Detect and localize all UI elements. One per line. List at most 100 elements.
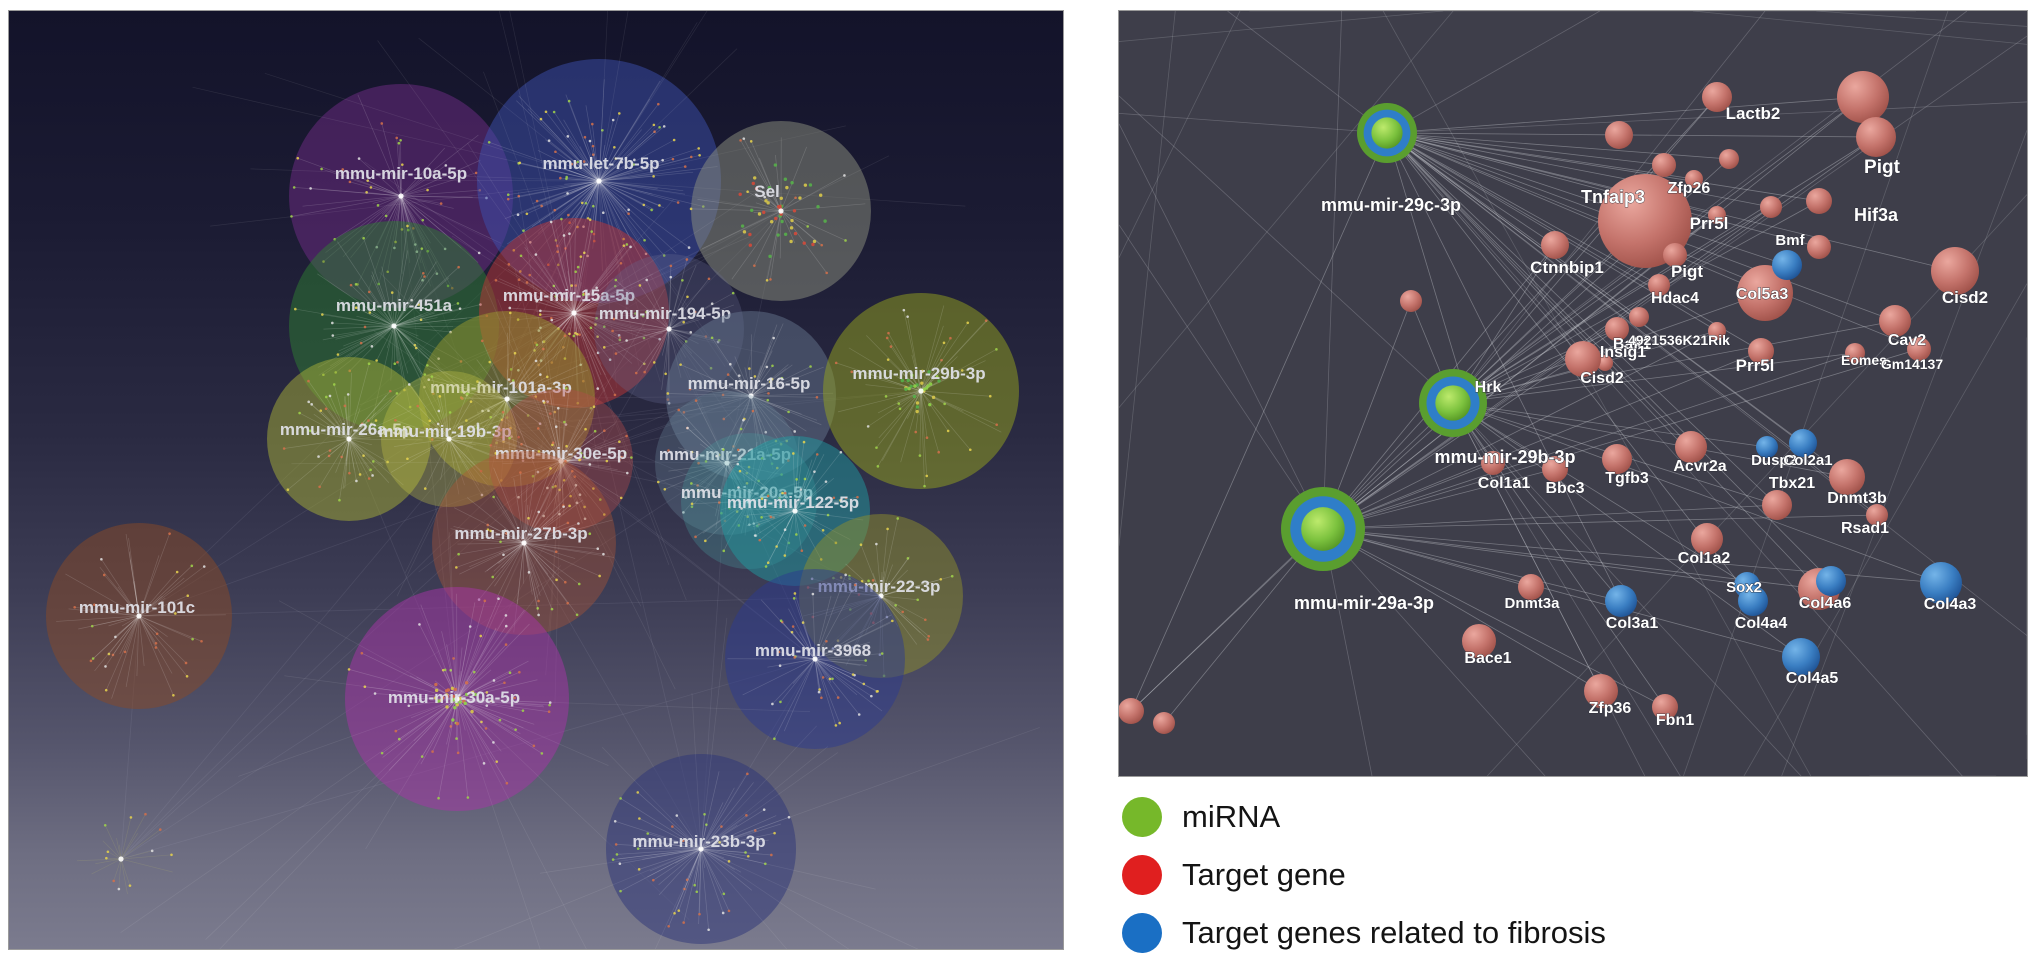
leaf-node[interactable] (307, 401, 310, 404)
leaf-node[interactable] (170, 854, 173, 857)
leaf-node[interactable] (790, 181, 793, 184)
leaf-node[interactable] (172, 694, 175, 697)
leaf-node[interactable] (594, 430, 597, 433)
leaf-node[interactable] (564, 335, 567, 338)
leaf-node[interactable] (455, 737, 458, 740)
leaf-node[interactable] (475, 172, 478, 175)
leaf-node[interactable] (317, 455, 320, 458)
leaf-node[interactable] (770, 854, 773, 857)
leaf-node[interactable] (389, 390, 392, 393)
leaf-node[interactable] (636, 791, 639, 794)
leaf-node[interactable] (325, 407, 328, 410)
leaf-node[interactable] (758, 212, 761, 215)
leaf-node[interactable] (100, 558, 103, 561)
leaf-node[interactable] (743, 230, 746, 233)
leaf-node[interactable] (653, 124, 656, 127)
leaf-node[interactable] (639, 284, 642, 287)
leaf-node[interactable] (542, 400, 545, 403)
leaf-node[interactable] (741, 224, 744, 227)
leaf-node[interactable] (497, 597, 500, 600)
leaf-node[interactable] (549, 467, 552, 470)
leaf-node[interactable] (854, 584, 857, 587)
leaf-node[interactable] (658, 126, 661, 129)
leaf-node[interactable] (107, 850, 110, 853)
leaf-node[interactable] (844, 574, 847, 577)
leaf-node[interactable] (283, 447, 286, 450)
leaf-node[interactable] (749, 244, 752, 247)
leaf-node[interactable] (860, 543, 863, 546)
leaf-node[interactable] (969, 448, 972, 451)
target-gene-node-Ctnnbip1[interactable] (1541, 231, 1569, 259)
leaf-node[interactable] (555, 579, 558, 582)
leaf-node[interactable] (765, 565, 768, 568)
fibrosis-gene-node-Bmf[interactable] (1772, 250, 1802, 280)
leaf-node[interactable] (681, 279, 684, 282)
leaf-node[interactable] (502, 411, 505, 414)
leaf-node[interactable] (467, 796, 470, 799)
target-gene-node[interactable] (1119, 698, 1144, 724)
leaf-node[interactable] (491, 576, 494, 579)
leaf-node[interactable] (926, 436, 929, 439)
leaf-node[interactable] (793, 597, 796, 600)
leaf-node[interactable] (643, 371, 646, 374)
hub-node[interactable] (398, 193, 403, 198)
target-gene-node-Tbx21[interactable] (1762, 490, 1792, 520)
leaf-node[interactable] (391, 291, 394, 294)
leaf-node[interactable] (360, 342, 363, 345)
leaf-node[interactable] (603, 346, 606, 349)
leaf-node[interactable] (358, 157, 361, 160)
leaf-node[interactable] (406, 457, 409, 460)
leaf-node[interactable] (619, 890, 622, 893)
leaf-node[interactable] (780, 220, 783, 223)
leaf-node[interactable] (677, 409, 680, 412)
leaf-node[interactable] (508, 437, 511, 440)
leaf-node[interactable] (840, 451, 843, 454)
leaf-node[interactable] (722, 912, 725, 915)
mirna-node-mmu-mir-29c-3p[interactable] (1357, 103, 1417, 163)
leaf-node[interactable] (663, 125, 666, 128)
leaf-node[interactable] (774, 217, 777, 220)
leaf-node[interactable] (568, 100, 571, 103)
leaf-node[interactable] (505, 614, 508, 617)
leaf-node[interactable] (738, 193, 741, 196)
leaf-node[interactable] (298, 412, 301, 415)
leaf-node[interactable] (623, 244, 626, 247)
leaf-node[interactable] (820, 244, 823, 247)
target-gene-node[interactable] (1719, 149, 1739, 169)
leaf-node[interactable] (785, 186, 788, 189)
leaf-node[interactable] (186, 594, 189, 597)
leaf-node[interactable] (424, 487, 427, 490)
leaf-node[interactable] (444, 669, 447, 672)
leaf-node[interactable] (818, 688, 821, 691)
leaf-node[interactable] (372, 460, 375, 463)
leaf-node[interactable] (129, 884, 132, 887)
leaf-node[interactable] (423, 275, 426, 278)
leaf-node[interactable] (664, 373, 667, 376)
leaf-node[interactable] (566, 602, 569, 605)
leaf-node[interactable] (682, 921, 685, 924)
leaf-node[interactable] (937, 451, 940, 454)
leaf-node[interactable] (309, 187, 312, 190)
leaf-node[interactable] (537, 614, 540, 617)
leaf-node[interactable] (469, 625, 472, 628)
leaf-node[interactable] (766, 366, 769, 369)
leaf-node[interactable] (722, 550, 725, 553)
leaf-node[interactable] (440, 202, 443, 205)
leaf-node[interactable] (838, 722, 841, 725)
leaf-node[interactable] (320, 168, 323, 171)
leaf-node[interactable] (331, 334, 334, 337)
leaf-node[interactable] (426, 189, 429, 192)
leaf-node[interactable] (698, 154, 701, 157)
leaf-node[interactable] (456, 722, 459, 725)
leaf-node[interactable] (794, 592, 797, 595)
leaf-node[interactable] (90, 660, 93, 663)
leaf-node[interactable] (625, 435, 628, 438)
leaf-node[interactable] (186, 675, 189, 678)
leaf-node[interactable] (495, 760, 498, 763)
leaf-node[interactable] (989, 395, 992, 398)
leaf-node[interactable] (573, 335, 576, 338)
leaf-node[interactable] (296, 157, 299, 160)
leaf-node[interactable] (904, 387, 907, 390)
leaf-node[interactable] (418, 623, 421, 626)
leaf-node[interactable] (789, 240, 792, 243)
